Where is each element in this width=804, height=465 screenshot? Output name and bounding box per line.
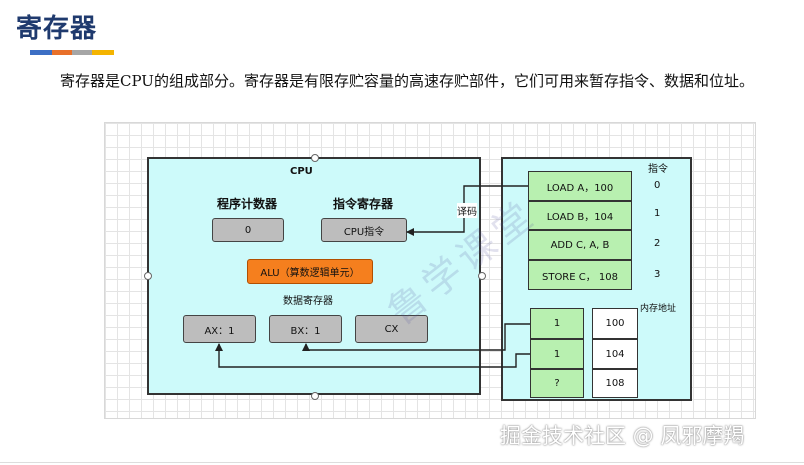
register-cx[interactable]: CX: [355, 315, 428, 343]
instruction-cell-0[interactable]: LOAD A，100: [528, 171, 632, 201]
resize-handle[interactable]: [311, 154, 319, 162]
instructions-label: 指令: [648, 164, 668, 175]
program-counter-box[interactable]: 0: [212, 218, 284, 242]
instruction-register-label: 指令寄存器: [333, 197, 394, 211]
instruction-index-3: 3: [654, 269, 661, 280]
page-title: 寄存器: [16, 14, 98, 44]
accent-bar-yellow: [92, 50, 114, 55]
memory-address-cell[interactable]: 100: [592, 308, 638, 339]
load-a-arrow: [215, 343, 530, 368]
accent-bar-blue: [30, 50, 52, 55]
resize-handle[interactable]: [478, 272, 486, 280]
title-accent-bar: [30, 50, 114, 55]
instruction-cell-2[interactable]: ADD C, A, B: [528, 230, 632, 260]
memory-value-cell[interactable]: 1: [530, 308, 584, 339]
instruction-index-2: 2: [654, 238, 661, 249]
program-counter-label: 程序计数器: [217, 197, 278, 211]
resize-handle[interactable]: [144, 272, 152, 280]
resize-handle[interactable]: [311, 392, 319, 400]
description-text: 寄存器是CPU的组成部分。寄存器是有限存贮容量的高速存贮部件，它们可用来暂存指令…: [60, 72, 754, 90]
memory-value-cell[interactable]: ?: [530, 369, 584, 398]
data-registers-label: 数据寄存器: [283, 296, 333, 307]
memory-address-cell[interactable]: 104: [592, 339, 638, 369]
alu-box[interactable]: ALU（算数逻辑单元）: [247, 259, 373, 284]
register-ax[interactable]: AX：1: [183, 315, 256, 343]
instruction-cell-3[interactable]: STORE C， 108: [528, 260, 632, 290]
instruction-index-0: 0: [654, 180, 661, 191]
memory-address-cell[interactable]: 108: [592, 369, 638, 398]
instruction-index-1: 1: [654, 208, 661, 219]
bottom-divider: [0, 462, 804, 463]
instruction-cell-1[interactable]: LOAD B，104: [528, 201, 632, 230]
accent-bar-orange: [52, 50, 72, 55]
memory-address-label: 内存地址: [640, 304, 677, 314]
load-b-arrow: [302, 323, 530, 351]
cpu-label: CPU: [290, 166, 313, 177]
register-bx[interactable]: BX：1: [269, 315, 342, 343]
decode-label: 译码: [457, 203, 477, 218]
memory-value-cell[interactable]: 1: [530, 339, 584, 369]
instruction-register-box[interactable]: CPU指令: [321, 218, 407, 242]
accent-bar-gray: [72, 50, 92, 55]
footer-credit: 掘金技术社区 @ 凤邪摩羯: [500, 424, 745, 448]
